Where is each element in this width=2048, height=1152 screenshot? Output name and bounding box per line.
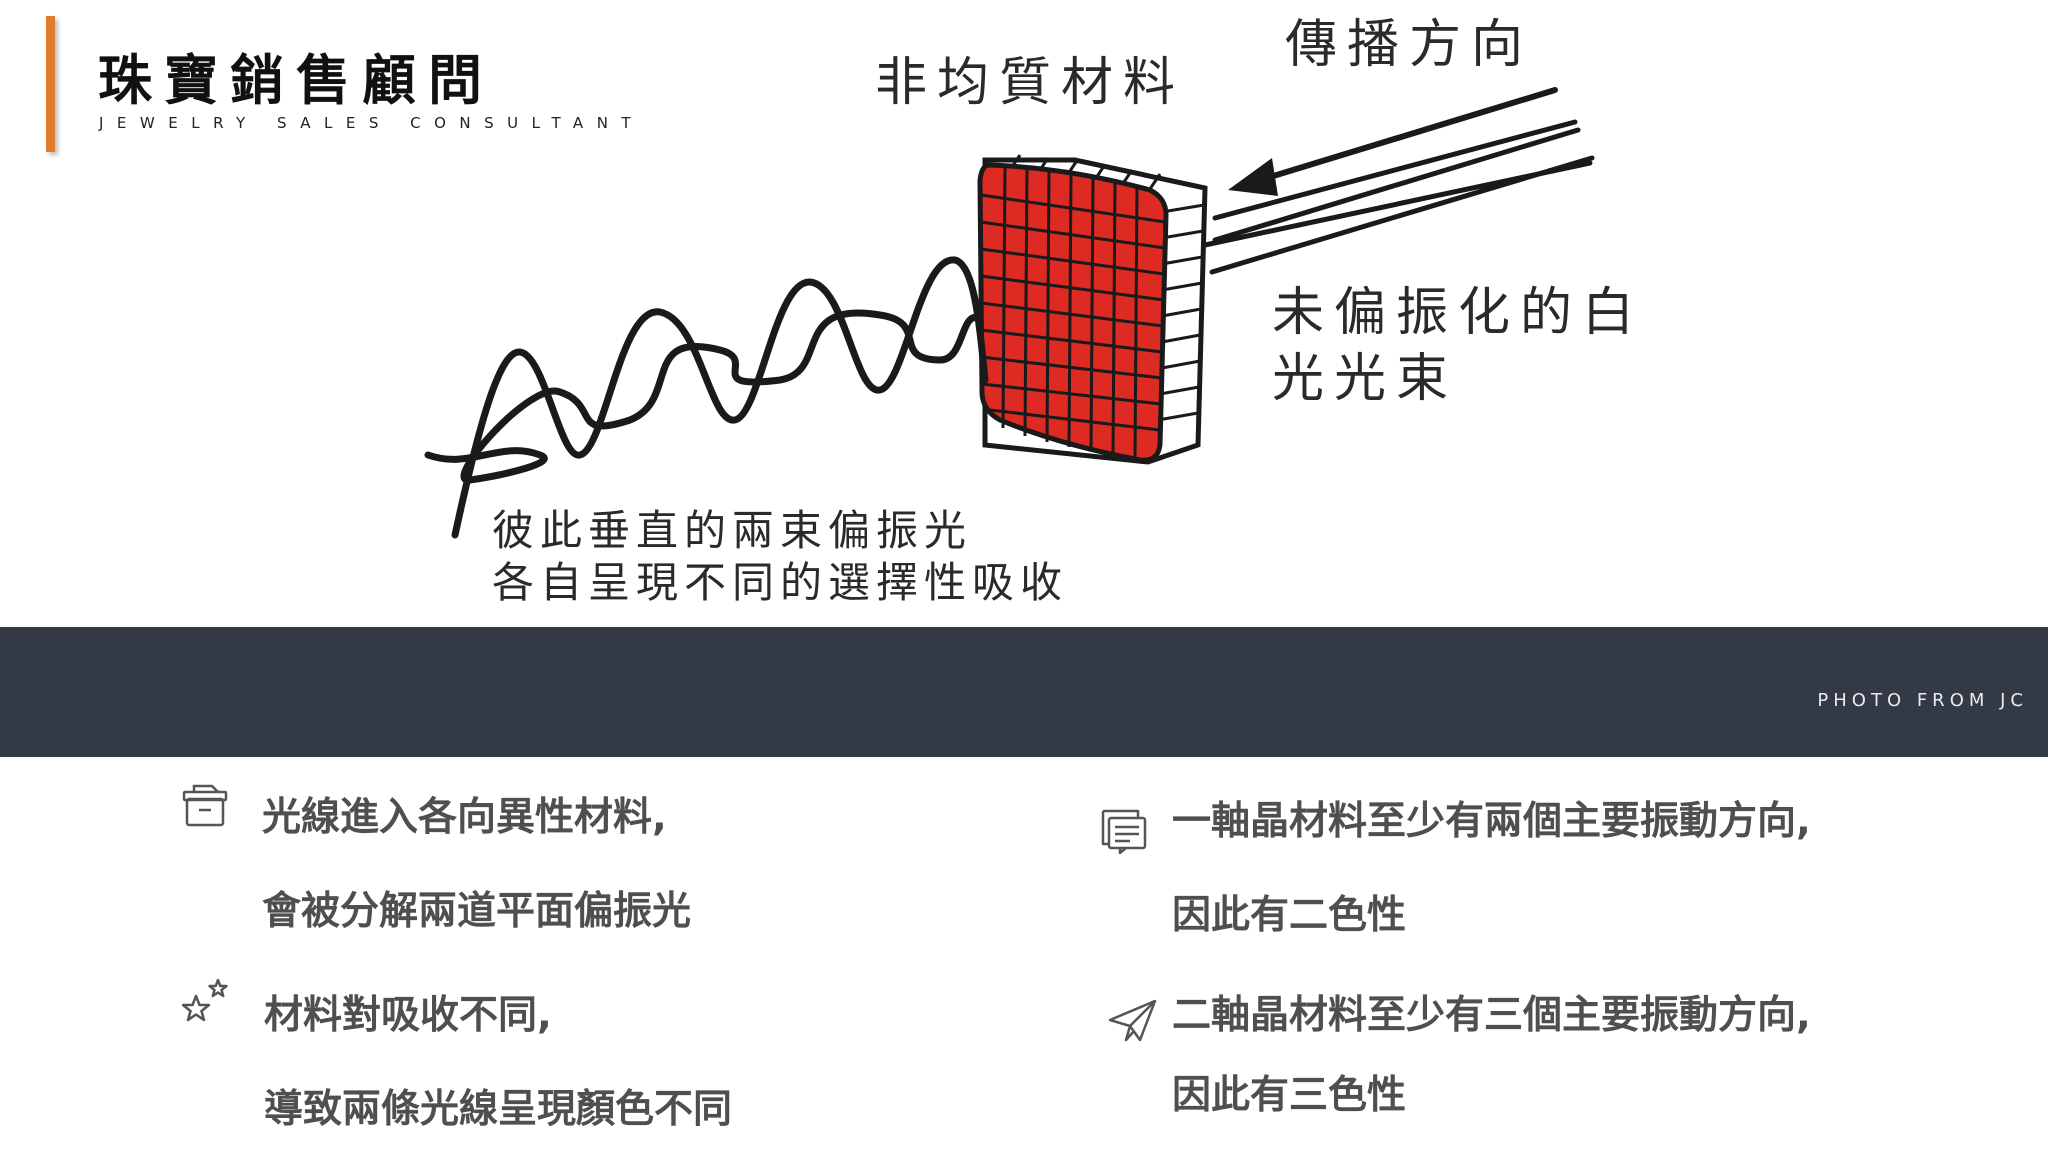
brand-title: 珠寶銷售顧問 [98, 49, 494, 112]
item-2-line-1: 材料對吸收不同, [264, 993, 552, 1038]
accent-bar [46, 16, 55, 152]
paper-plane-icon [1108, 999, 1157, 1042]
label-material: 非均質材料 [875, 53, 1185, 113]
label-direction: 傳播方向 [1285, 15, 1533, 75]
item-3-line-1: 一軸晶材料至少有兩個主要振動方向, [1172, 799, 1811, 844]
caption-band: PHOTO FROM JC [0, 627, 2048, 757]
stars-icon [182, 978, 228, 1022]
direction-arrow [1228, 87, 1558, 196]
item-3-line-2: 因此有二色性 [1172, 893, 1407, 938]
photo-credit: PHOTO FROM JC [1817, 690, 2028, 711]
item-1-line-1: 光線進入各向異性材料, [262, 795, 667, 840]
label-polarized-2: 各自呈現不同的選擇性吸收 [492, 558, 1068, 607]
crystal-block [977, 154, 1208, 465]
item-1-line-2: 會被分解兩道平面偏振光 [262, 889, 692, 934]
polarization-diagram: 非均質材料 傳播方向 未偏振化的白 光光束 彼此垂直的兩束偏振光 各自呈現不同的… [424, 15, 1644, 607]
item-4-line-2: 因此有三色性 [1172, 1073, 1407, 1118]
brand-subtitle: JEWELRY SALES CONSULTANT [99, 114, 645, 132]
item-4-line-1: 二軸晶材料至少有三個主要振動方向, [1172, 993, 1811, 1038]
label-polarized-1: 彼此垂直的兩束偏振光 [492, 506, 972, 555]
document-list-icon [1101, 809, 1147, 854]
polarized-waves [424, 256, 989, 539]
archive-box-icon [182, 784, 228, 827]
label-white-light-2: 光光束 [1272, 349, 1458, 409]
item-2-line-2: 導致兩條光線呈現顏色不同 [264, 1087, 733, 1132]
label-white-light-1: 未偏振化的白 [1272, 283, 1644, 343]
